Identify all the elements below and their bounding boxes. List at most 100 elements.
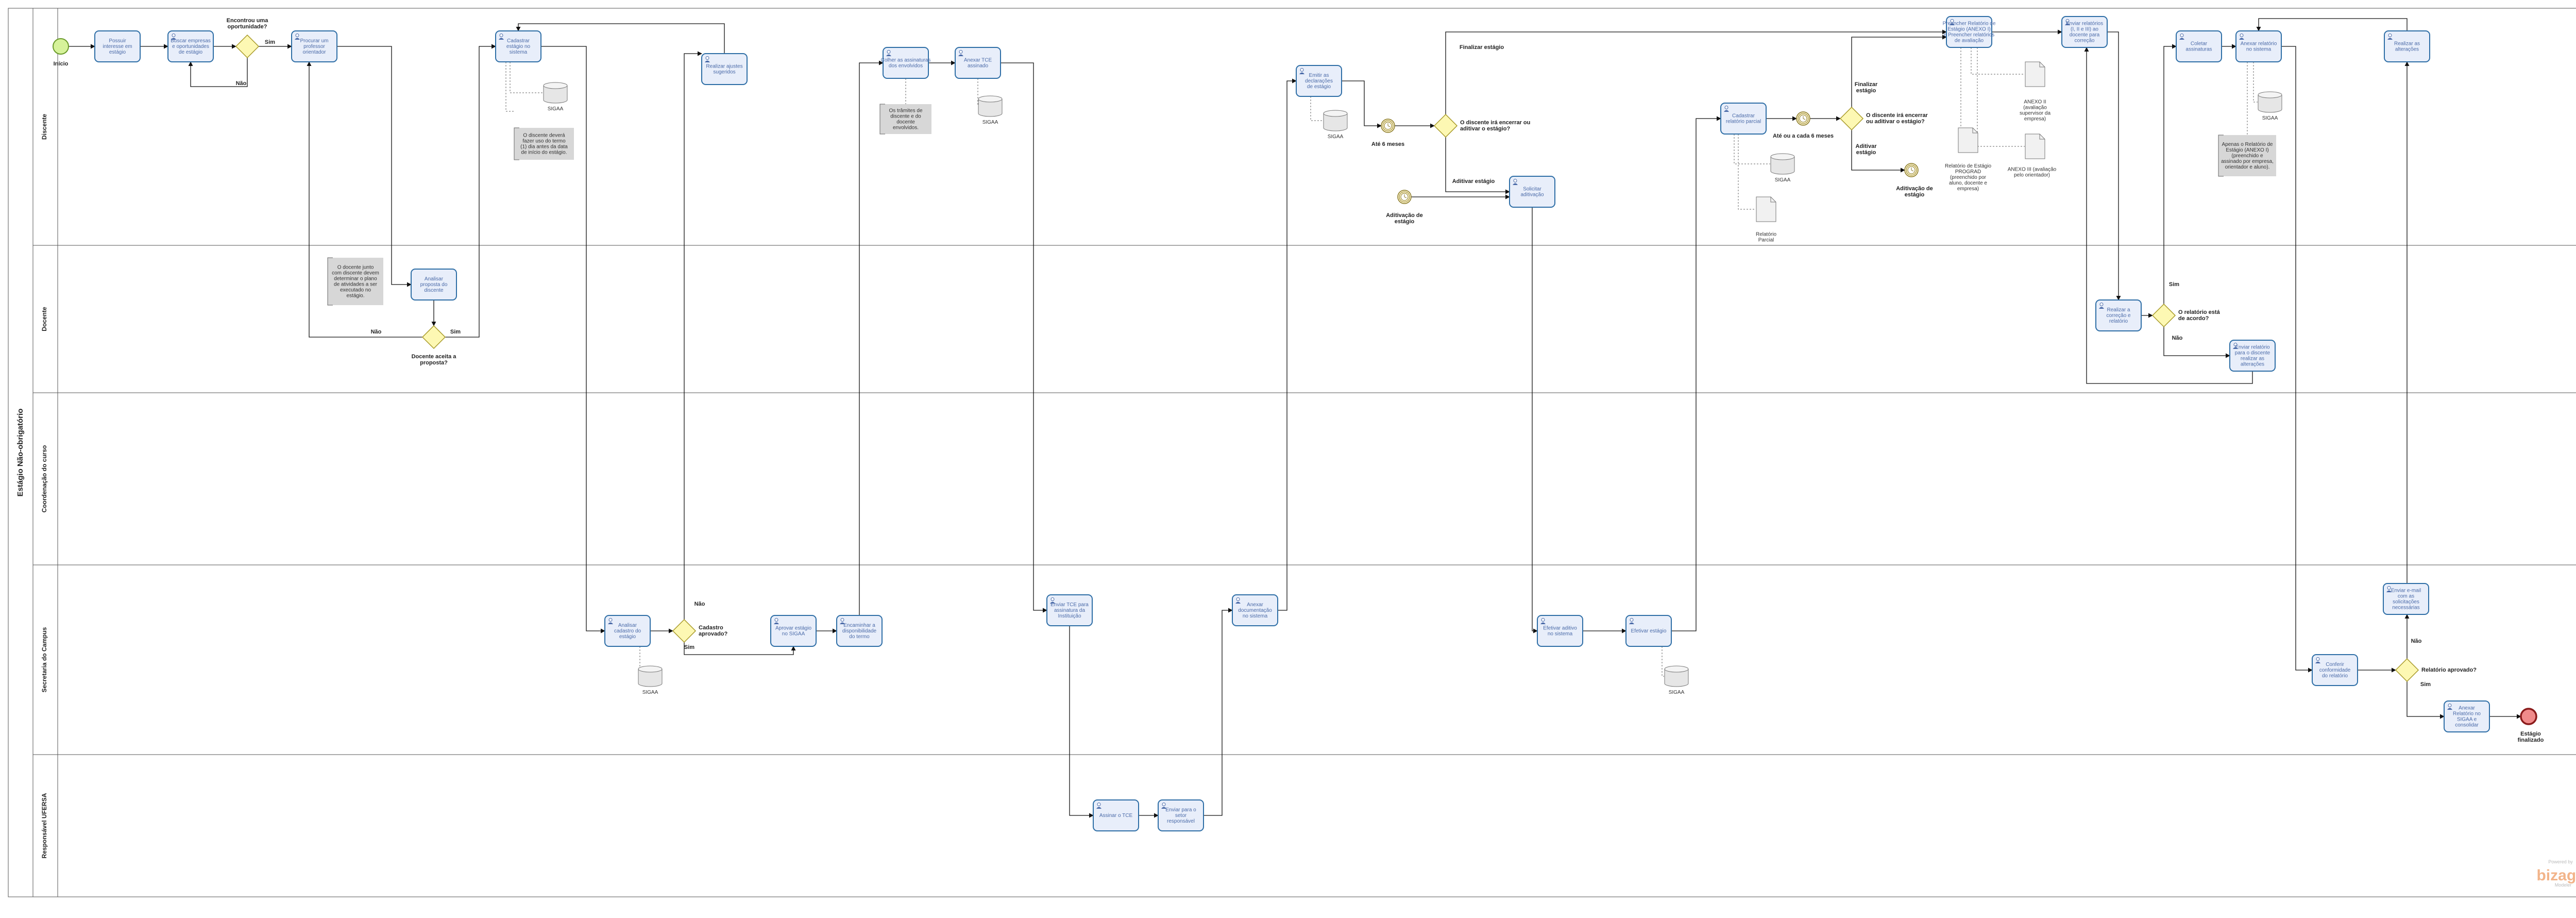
lane-label: Responsável UFERSA — [41, 793, 48, 858]
user-icon — [499, 34, 504, 40]
datastore-label: SIGAA — [1328, 134, 1344, 140]
user-icon — [1540, 618, 1546, 624]
start-event: Início — [53, 38, 69, 67]
database-icon: SIGAA — [1770, 153, 1795, 183]
user-icon — [2065, 19, 2070, 25]
bizagi-logo: Powered by bizagi Modeler — [2536, 859, 2576, 888]
user-icon — [1050, 597, 1055, 604]
task-t25[interactable]: Efetivar estágio — [1625, 615, 1672, 647]
user-icon — [171, 34, 176, 40]
user-icon — [1950, 19, 1955, 25]
powered-by-label: Powered by — [2548, 859, 2573, 864]
user-icon — [2447, 704, 2452, 710]
flow-label: Finalizar estágio — [1460, 44, 1504, 51]
event-label: Início — [54, 61, 69, 67]
flow-label: Não — [236, 80, 247, 87]
database-icon: SIGAA — [1664, 665, 1689, 695]
lane-label: Docente — [41, 307, 48, 331]
user-icon — [886, 50, 891, 56]
user-icon — [2233, 343, 2238, 349]
user-icon — [840, 618, 845, 624]
timer-event: Até ou a cada 6 meses — [1773, 111, 1834, 139]
lane-label: Discente — [41, 114, 48, 140]
user-icon — [774, 618, 779, 624]
flow-label: Não — [2172, 335, 2183, 341]
user-icon — [608, 618, 613, 624]
user-icon — [1724, 106, 1729, 112]
user-icon — [1161, 803, 1166, 809]
flow-label: Não — [2411, 638, 2422, 644]
brand-tag: Modeler — [2555, 882, 2572, 888]
user-icon — [2179, 34, 2184, 40]
database-icon: SIGAA — [978, 95, 1003, 125]
lane-5: Responsável UFERSA — [32, 754, 2576, 897]
event-label: Até 6 meses — [1371, 141, 1404, 147]
gateway-label: Relatório aprovado? — [2421, 667, 2477, 673]
task-t29[interactable]: Assinar o TCE — [1093, 799, 1139, 831]
user-icon — [2387, 34, 2393, 40]
user-icon — [2315, 657, 2320, 663]
flow-label: Sim — [684, 644, 694, 650]
